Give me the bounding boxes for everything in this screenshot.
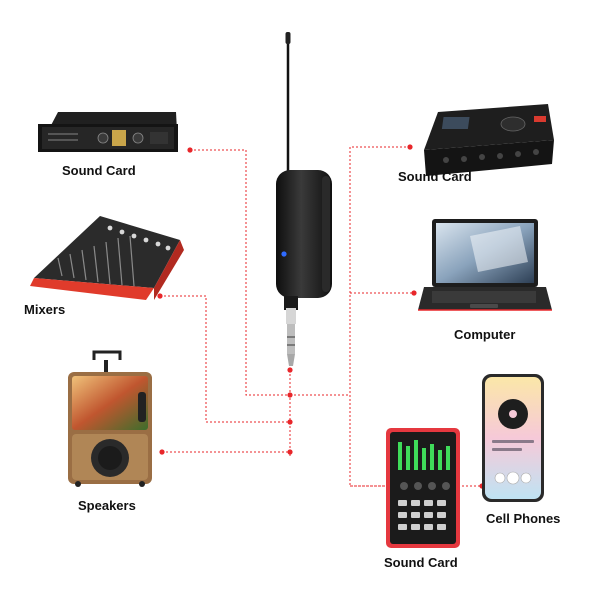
live-sound-card-icon [386, 428, 460, 548]
label-cell-phones: Cell Phones [486, 511, 561, 526]
label-computer: Computer [454, 327, 516, 342]
audio-interface-icon [424, 104, 554, 176]
label-sound-card-right: Sound Card [398, 169, 472, 184]
power-amplifier-icon [38, 112, 178, 152]
smartphone-icon [482, 374, 544, 502]
label-speakers: Speakers [78, 498, 136, 513]
party-speaker-icon [68, 350, 152, 487]
label-mixers: Mixers [24, 302, 66, 317]
label-sound-card-bottom: Sound Card [384, 555, 458, 570]
laptop-icon [418, 219, 552, 311]
label-sound-card-left: Sound Card [62, 163, 136, 178]
line-mixers [160, 295, 290, 423]
wireless-receiver-icon [276, 32, 332, 366]
audio-mixer-icon [30, 216, 184, 300]
connector-lines [160, 146, 482, 487]
line-sound-card-left [190, 149, 290, 396]
